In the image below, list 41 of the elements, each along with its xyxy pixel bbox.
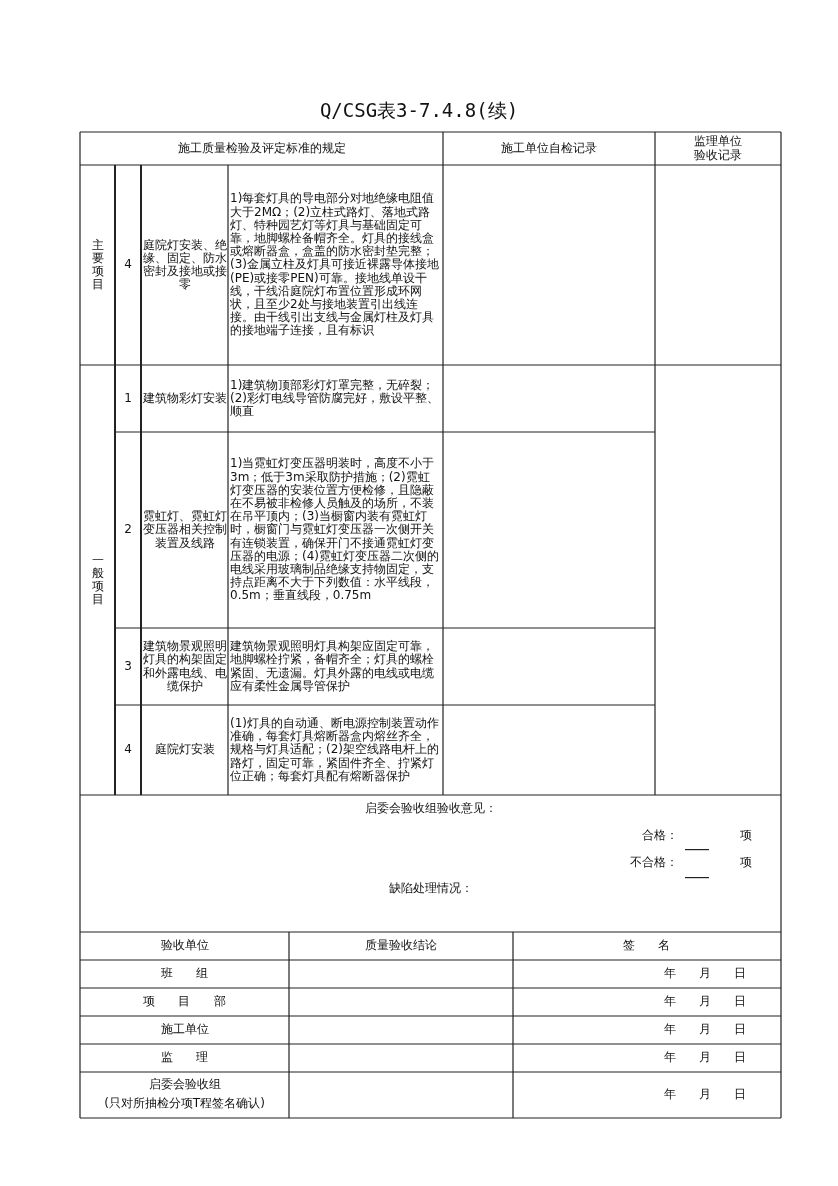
row-label: 班 组 <box>161 967 208 981</box>
item-name: 建筑物景观照明灯具的构架固定和外露电线、电缆保护 <box>141 640 228 693</box>
row-label: 项 目 部 <box>143 995 226 1009</box>
column-header: 施工单位自检记录 <box>501 141 597 156</box>
item-number: 4 <box>124 258 132 272</box>
item-name: 霓虹灯、霓虹灯变压器相关控制装置及线路 <box>141 510 228 550</box>
item-number: 1 <box>124 391 132 406</box>
row-note: (只对所抽检分项T程签名确认) <box>104 1097 265 1111</box>
criteria-text: 1)建筑物顶部彩灯灯罩完整，无碎裂；(2)彩灯电线导管防腐完好，敷设平整、顺直 <box>230 378 440 419</box>
criteria-text: 1)当霓虹灯变压器明装时，高度不小于3m；低于3m采取防护措施；(2)霓虹灯变压器的安装位置方便检修，且隐蔽在不易被非检修人员触及的场所，不装在吊平顶内；(3)当橱窗内装有霓虹灯时，橱窗门与霓虹灯变压器一次侧开关有连锁装置，确保开门不接通霓虹灯变压器的电源；(4)霓虹灯变压器二次侧的电线采用玻璃制品绝缘支持物固定，支持点距离不大于下列数值：水平线段，0.5m；垂直线段，0.75m <box>230 457 440 603</box>
date-label: 年 月 日 <box>664 1023 746 1037</box>
item-number: 4 <box>124 743 132 757</box>
unit-label: 项 <box>740 856 752 870</box>
criteria-text: 建筑物景观照明灯具构架应固定可靠，地脚螺栓拧紧，备帽齐全；灯具的螺栓紧固、无遗漏。灯具外露的电线或电缆应有柔性金属导管保护 <box>230 640 435 693</box>
item-name: 庭院灯安装、绝缘、固定、防水密封及接地或接零 <box>141 238 228 292</box>
column-header: 质量验收结论 <box>365 939 437 953</box>
column-header: 验收单位 <box>160 939 209 953</box>
date-label: 年 月 日 <box>664 995 746 1009</box>
item-number: 3 <box>124 659 132 674</box>
category-label: 一般项目 <box>91 553 104 607</box>
date-label: 年 月 日 <box>664 1088 746 1102</box>
item-name: 庭院灯安装 <box>154 743 215 757</box>
field-label: 合格： <box>642 829 678 843</box>
item-name: 建筑物彩灯安装 <box>142 391 227 406</box>
column-header: 监理单位验收记录 <box>693 135 743 162</box>
column-header: 施工质量检验及评定标准的规定 <box>177 141 346 156</box>
defect-label: 缺陷处理情况： <box>388 882 473 896</box>
opinion-label: 启委会验收组验收意见： <box>364 802 497 816</box>
row-label: 启委会验收组 <box>148 1078 221 1092</box>
column-header: 签 名 <box>623 939 671 953</box>
item-number: 2 <box>124 523 132 537</box>
date-label: 年 月 日 <box>664 967 746 981</box>
field-label: 不合格： <box>630 856 678 870</box>
date-label: 年 月 日 <box>664 1051 746 1065</box>
criteria-text: 1)每套灯具的导电部分对地绝缘电阻值大于2MΩ；(2)立柱式路灯、落地式路灯、特种园艺灯等灯具与基础固定可靠，地脚螺栓备帽齐全。灯具的接线盒或熔断器盒，盒盖的防水密封垫完整；(3)金属立柱及灯具可接近裸露导体接地(PE)或接零PEN)可靠。接地线单设干线，干线沿庭院灯布置位置形成环网状，且至少2处与接地装置引出线连接。由干线引出支线与金属灯柱及灯具的接地端子连接，且有标识 <box>230 192 440 338</box>
row-label: 监 理 <box>161 1051 208 1065</box>
criteria-text: (1)灯具的自动通、断电源控制装置动作准确，每套灯具熔断器盒内熔丝齐全，规格与灯具适配；(2)架空线路电杆上的路灯，固定可靠，紧固件齐全、拧紧灯位正确；每套灯具配有熔断器保护 <box>230 717 440 783</box>
row-label: 施工单位 <box>160 1023 209 1037</box>
table-title: Q/CSG表3-7.4.8(续) <box>318 98 520 123</box>
unit-label: 项 <box>740 829 752 843</box>
category-label: 主要项目 <box>91 238 104 292</box>
